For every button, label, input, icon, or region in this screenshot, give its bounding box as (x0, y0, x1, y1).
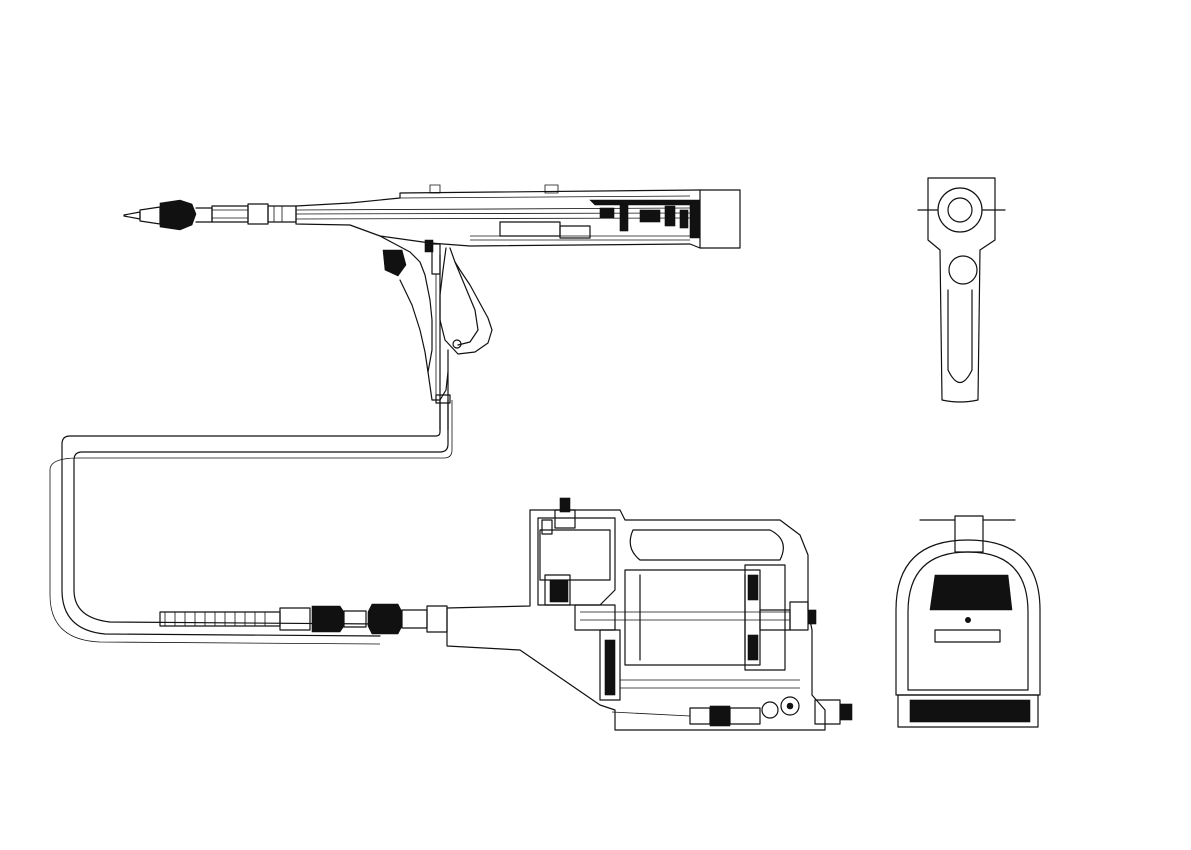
handle (379, 235, 493, 431)
nose-assembly (123, 199, 297, 231)
hose-connection (49, 399, 453, 645)
vent-grille (929, 574, 1013, 611)
power-unit-front-view (895, 515, 1041, 728)
tool-side-view (123, 184, 741, 431)
barrel (295, 184, 741, 249)
power-unit-side-view (446, 497, 853, 731)
hose-coupler (159, 603, 448, 635)
base-fittings (611, 696, 853, 727)
tool-rear-view (917, 177, 1006, 403)
